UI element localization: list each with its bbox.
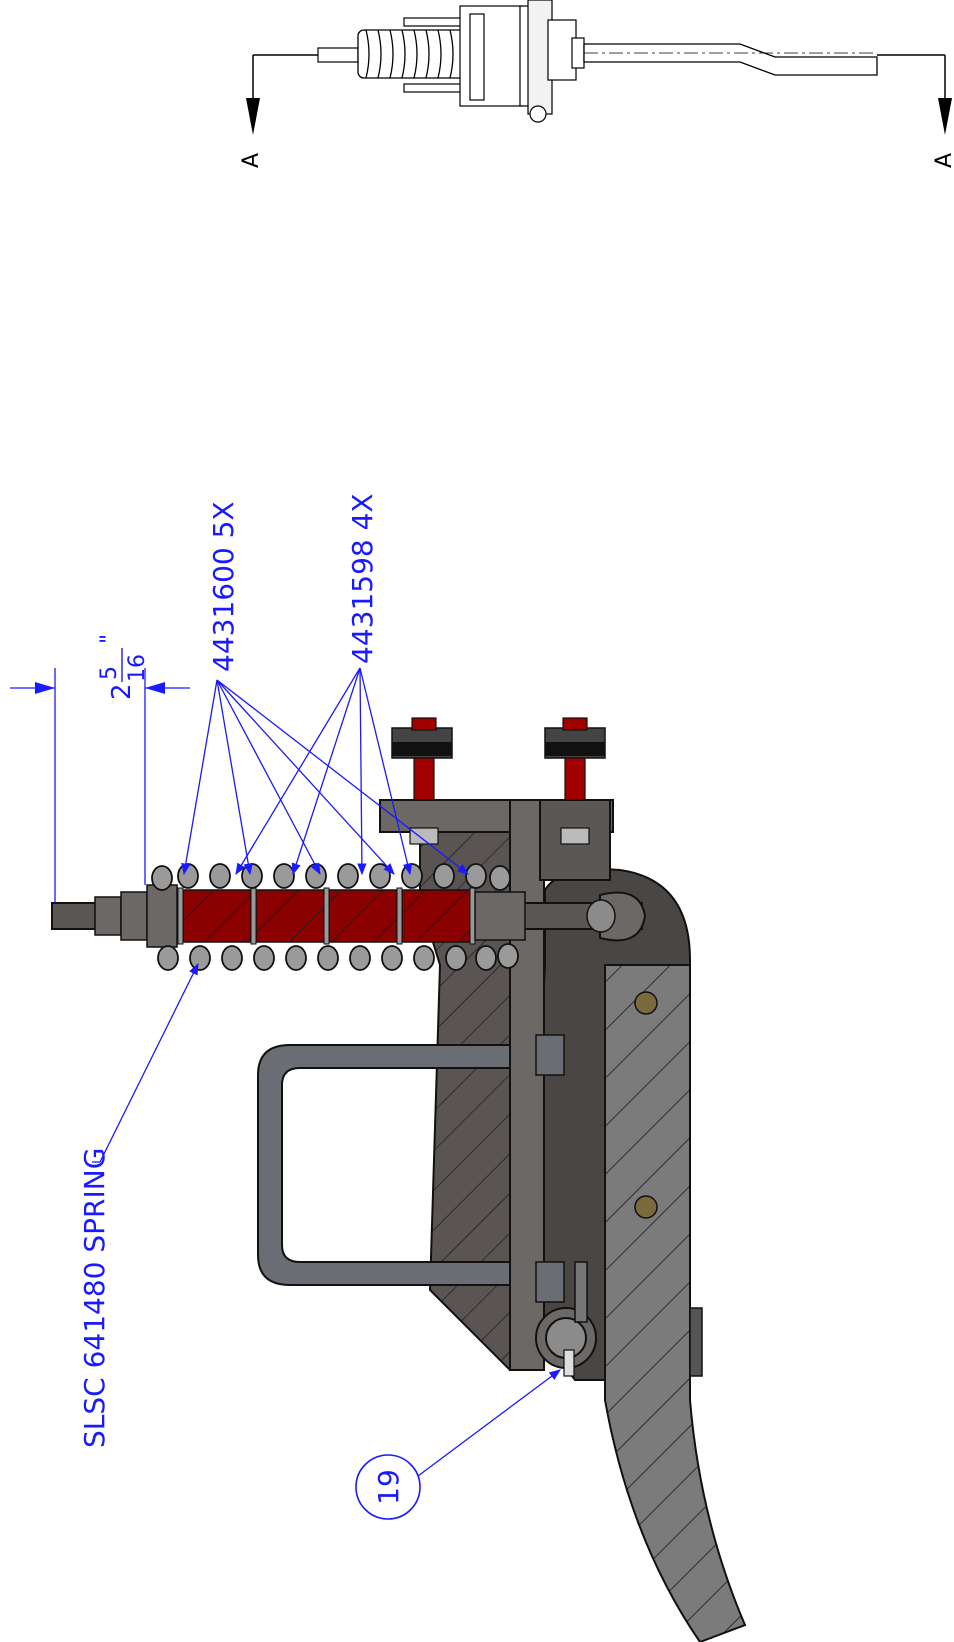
dimension-text: 2 5 16 " [97, 634, 150, 700]
leader-spring [92, 962, 199, 1163]
callout-4431598: 4431598 4X [346, 493, 379, 664]
dim-numerator: 5 [97, 666, 122, 680]
top-view [246, 0, 952, 135]
section-label-right: A [932, 153, 954, 168]
adjust-bolt-left [391, 717, 453, 845]
spacer-stack [177, 887, 526, 945]
dim-unit: " [97, 634, 122, 644]
leader-balloon-19 [417, 1369, 561, 1477]
section-view [51, 717, 747, 1642]
dim-denominator: 16 [125, 654, 150, 682]
balloon-19-label: 19 [372, 1469, 405, 1505]
leaders-part-b [235, 667, 413, 876]
u-handle [257, 1044, 511, 1286]
callout-spring: SLSC 641480 SPRING [78, 1148, 111, 1448]
dim-whole: 2 [107, 683, 137, 700]
shank-shovel [604, 961, 747, 1642]
balloon-19: 19 [355, 1454, 421, 1520]
adjust-bolt-right [544, 717, 606, 845]
section-label-left: A [239, 153, 264, 168]
dimension-2-5-16 [10, 668, 190, 903]
callout-4431600: 4431600 5X [207, 501, 240, 672]
